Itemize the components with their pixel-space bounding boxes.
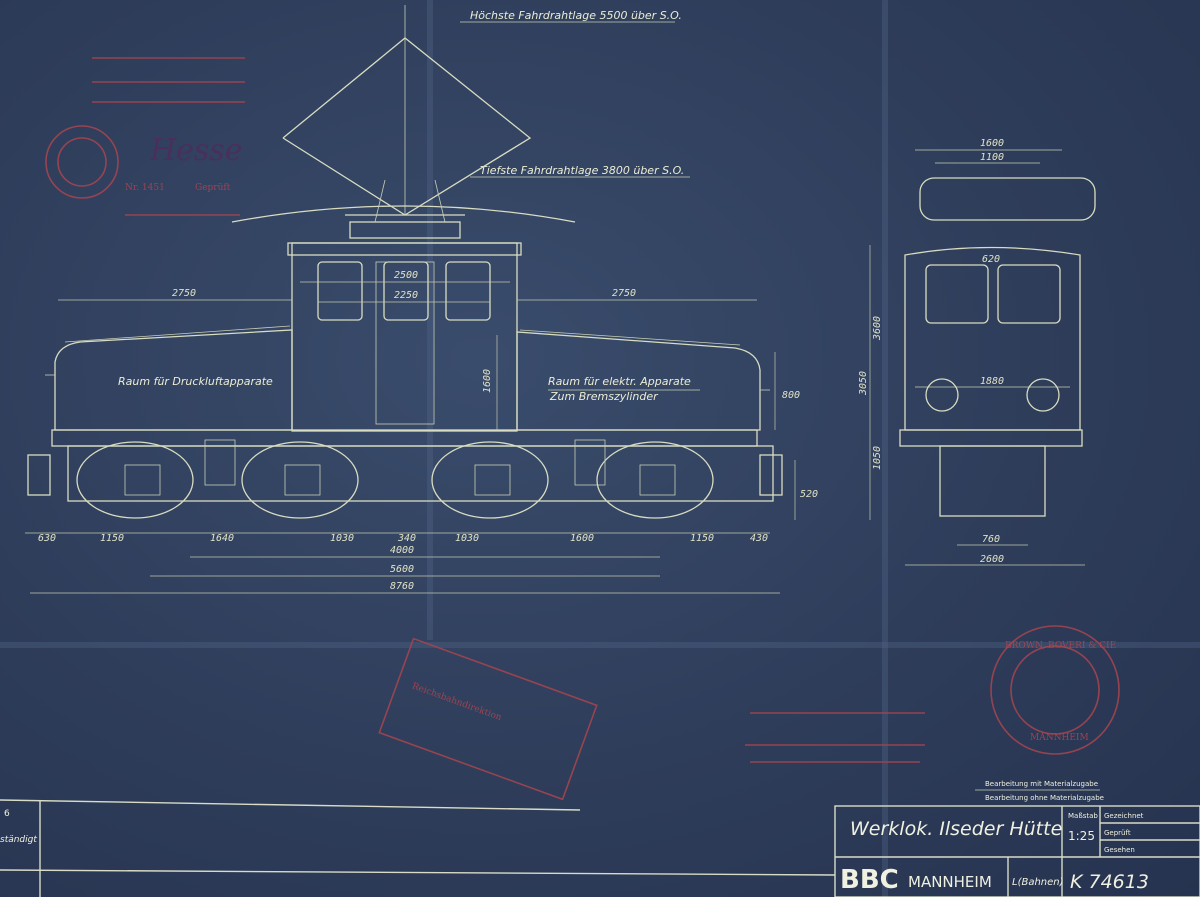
- end-pantograph: [919, 177, 1096, 221]
- signoff-drawn: Gezeichnet: [1104, 812, 1144, 820]
- dim-hood-right: 2750: [612, 288, 636, 299]
- locomotive-end-view: 1600 1100 620 1880 760 2600 3050 3600 10…: [858, 138, 1096, 566]
- bbc-round-stamp: BROWN, BOVERI & CIE MANNHEIM: [990, 625, 1120, 755]
- end-light-right: [1026, 378, 1060, 412]
- end-dim-2: 1100: [980, 152, 1004, 163]
- railway-stamp-box: [378, 637, 598, 801]
- wheels: [76, 441, 714, 519]
- end-dim-6: 2600: [980, 554, 1004, 565]
- dim-bottom-9: 430: [750, 533, 768, 544]
- dim-cab-outer: 2500: [394, 270, 418, 281]
- title-block: 6 ständigt Bearbeitung mit Materialzugab…: [0, 780, 1200, 897]
- pantograph-side: [231, 5, 576, 239]
- signoff-checked: Geprüft: [1104, 829, 1131, 837]
- dim-buffer-height: 800: [782, 390, 800, 401]
- hood-right: [516, 331, 761, 431]
- end-dim-7: 3600: [872, 316, 883, 341]
- cab-window-left: [317, 261, 363, 321]
- dim-overall-height: 3050: [858, 371, 869, 396]
- bbc-stamp-text: BROWN, BOVERI & CIE: [1005, 641, 1116, 651]
- end-dim-4: 1880: [980, 376, 1004, 387]
- dim-bottom-6: 1030: [455, 533, 479, 544]
- cab-window-right: [445, 261, 491, 321]
- drawn-by: L(Bahnen): [1012, 877, 1064, 888]
- dim-hood-height: 1600: [482, 369, 493, 393]
- dim-cab-inner: 2250: [394, 290, 418, 301]
- end-window-right: [997, 264, 1061, 324]
- signature-hesse: Hesse: [149, 133, 242, 168]
- dim-hood-left: 2750: [172, 288, 196, 299]
- cab-door: [375, 261, 435, 425]
- dim-bottom-3: 1640: [210, 533, 234, 544]
- wheel-1: [76, 441, 194, 519]
- end-light-left: [925, 378, 959, 412]
- dim-bottom-8: 1150: [690, 533, 714, 544]
- signoff-seen: Gesehen: [1104, 846, 1135, 854]
- dim-wheel-height: 1050: [872, 446, 883, 470]
- round-stamp-left: [45, 125, 119, 199]
- revision-label-2: Bearbeitung ohne Materialzugabe: [985, 794, 1104, 802]
- stamp-number: Nr. 1451: [125, 183, 165, 193]
- dim-bottom-7: 1600: [570, 533, 594, 544]
- dim-overall-1: 4000: [390, 545, 414, 556]
- margin-text-2: ständigt: [0, 835, 37, 845]
- end-dim-3: 620: [982, 254, 1000, 265]
- end-dim-1: 1600: [980, 138, 1004, 149]
- buffer-left: [27, 454, 51, 496]
- max-wire-label: Höchste Fahrdrahtlage 5500 über S.O.: [470, 9, 682, 22]
- locomotive-side-view: [27, 242, 783, 519]
- label-brake-cylinder: Zum Bremszylinder: [549, 390, 659, 403]
- buffer-right: [759, 454, 783, 496]
- dim-overall-2: 5600: [390, 564, 414, 575]
- wheel-2: [241, 441, 359, 519]
- drawing-title: Werklok. Ilseder Hütte: [850, 818, 1062, 840]
- approval-stamps-top-left: Hesse Nr. 1451 Geprüft: [45, 57, 245, 216]
- rectangular-stamp: Reichsbahndirektion: [378, 637, 598, 801]
- scale-label: Maßstab: [1068, 812, 1098, 820]
- dim-bottom-1: 630: [38, 533, 56, 544]
- stamp-checked: Geprüft: [195, 183, 231, 193]
- maker-city: MANNHEIM: [908, 873, 992, 891]
- scale-value: 1:25: [1068, 829, 1095, 843]
- bbc-stamp-outer: [990, 625, 1120, 755]
- top-dimensions: 2750 2750 2500 2250 1600 800 520: [58, 270, 818, 520]
- dim-bottom-5: 340: [397, 533, 416, 544]
- drawing-number: K 74613: [1070, 871, 1149, 893]
- hood-left: [54, 329, 293, 431]
- wheel-4: [596, 441, 714, 519]
- end-window-left: [925, 264, 989, 324]
- dim-overall-3: 8760: [390, 581, 414, 592]
- dim-bottom-clear: 520: [800, 489, 818, 500]
- bbc-stamp-city: MANNHEIM: [1030, 733, 1089, 743]
- margin-text-1: 6: [4, 809, 10, 819]
- end-dim-5: 760: [982, 534, 1000, 545]
- maker-logo: BBC: [840, 865, 899, 895]
- label-compressed-air-room: Raum für Druckluftapparate: [118, 375, 273, 388]
- title-block-frame: [834, 805, 1200, 897]
- bottom-dimension-chain: 630 1150 1640 1030 340 1030 1600 1150 43…: [25, 532, 780, 594]
- revision-label-1: Bearbeitung mit Materialzugabe: [985, 780, 1098, 788]
- label-electrical-room: Raum für elektr. Apparate: [548, 375, 691, 388]
- min-wire-label: Tiefste Fahrdrahtlage 3800 über S.O.: [480, 164, 684, 177]
- railway-stamp-text: Reichsbahndirektion: [411, 681, 503, 723]
- dim-bottom-2: 1150: [100, 533, 124, 544]
- end-body: [904, 246, 1081, 431]
- main-frame: [51, 429, 758, 447]
- dim-bottom-4: 1030: [330, 533, 354, 544]
- wheel-3: [431, 441, 549, 519]
